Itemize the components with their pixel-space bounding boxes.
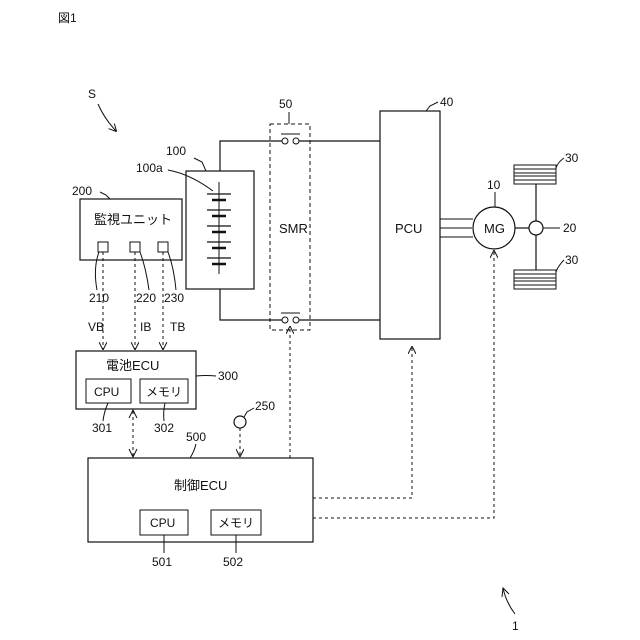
monitor-unit-title: 監視ユニット	[94, 212, 172, 227]
battery-ecu-memory-leader	[164, 403, 165, 421]
wheel-top-leader	[556, 158, 564, 168]
battery-ref-leader	[194, 158, 206, 171]
smr-ref: 50	[279, 97, 293, 111]
sensor-250-leader	[244, 408, 254, 417]
smr-switch-bottom	[281, 313, 300, 323]
battery-ecu-memory-label: メモリ	[146, 385, 182, 399]
control-ecu-ref-leader	[190, 444, 196, 458]
sensor-220-leader	[140, 252, 149, 290]
gear-ref: 20	[563, 221, 577, 235]
motor-ref: 10	[487, 178, 501, 192]
battery-cell-ref: 100a	[136, 161, 163, 175]
monitor-unit-ref-leader	[100, 192, 110, 199]
pcu-ref-leader	[426, 102, 438, 111]
signal-ib-label: IB	[140, 320, 151, 334]
wheel-top	[514, 165, 556, 184]
three-phase-lines	[440, 219, 473, 237]
wheel-top-ref: 30	[565, 151, 579, 165]
battery-ecu-cpu-label: CPU	[94, 385, 119, 399]
voltage-sensor-210	[98, 242, 108, 252]
battery-cells-symbol	[207, 182, 231, 274]
sensor-220-ref: 220	[136, 291, 156, 305]
battery-ecu-memory-ref: 302	[154, 421, 174, 435]
monitor-unit-ref: 200	[72, 184, 92, 198]
control-signal-lines	[290, 251, 494, 518]
smr-label: SMR	[279, 221, 308, 236]
wheel-bottom	[514, 270, 556, 289]
sensor-250	[234, 416, 246, 428]
battery-cell-leader	[168, 170, 213, 191]
control-ecu-memory-label: メモリ	[218, 516, 254, 530]
smr-switch-top	[281, 134, 300, 144]
figure-label: 図1	[58, 11, 77, 25]
control-ecu-ref: 500	[186, 430, 206, 444]
system-ref-arrow	[98, 104, 116, 131]
battery-box	[186, 171, 254, 289]
current-sensor-220	[130, 242, 140, 252]
battery-ecu-ref: 300	[218, 369, 238, 383]
signal-vb-label: VB	[88, 320, 104, 334]
control-ecu-box	[88, 458, 313, 542]
sensor-250-ref: 250	[255, 399, 275, 413]
temperature-sensor-230	[158, 242, 168, 252]
control-ecu-memory-ref: 502	[223, 555, 243, 569]
system-ref-label: S	[88, 87, 96, 101]
gear-symbol	[529, 221, 543, 235]
signal-tb-label: TB	[170, 320, 185, 334]
vehicle-ref-label: 1	[512, 619, 519, 633]
sensor-210-leader	[95, 252, 99, 290]
control-ecu-cpu-ref: 501	[152, 555, 172, 569]
pcu-label: PCU	[395, 221, 422, 236]
motor-label: MG	[484, 221, 505, 236]
control-ecu-title: 制御ECU	[174, 478, 227, 493]
monitor-unit-box	[80, 199, 182, 260]
pcu-ref: 40	[440, 95, 454, 109]
vehicle-ref-arrow	[503, 588, 515, 614]
battery-ecu-cpu-leader	[103, 403, 108, 421]
control-ecu-cpu-label: CPU	[150, 516, 175, 530]
battery-ecu-cpu-ref: 301	[92, 421, 112, 435]
sensor-230-ref: 230	[164, 291, 184, 305]
wheel-bottom-leader	[556, 260, 564, 272]
battery-ref: 100	[166, 144, 186, 158]
sensor-230-leader	[168, 252, 176, 290]
battery-ecu-title: 電池ECU	[106, 358, 159, 373]
wheel-bottom-ref: 30	[565, 253, 579, 267]
battery-ecu-ref-leader	[196, 376, 216, 377]
sensor-210-ref: 210	[89, 291, 109, 305]
